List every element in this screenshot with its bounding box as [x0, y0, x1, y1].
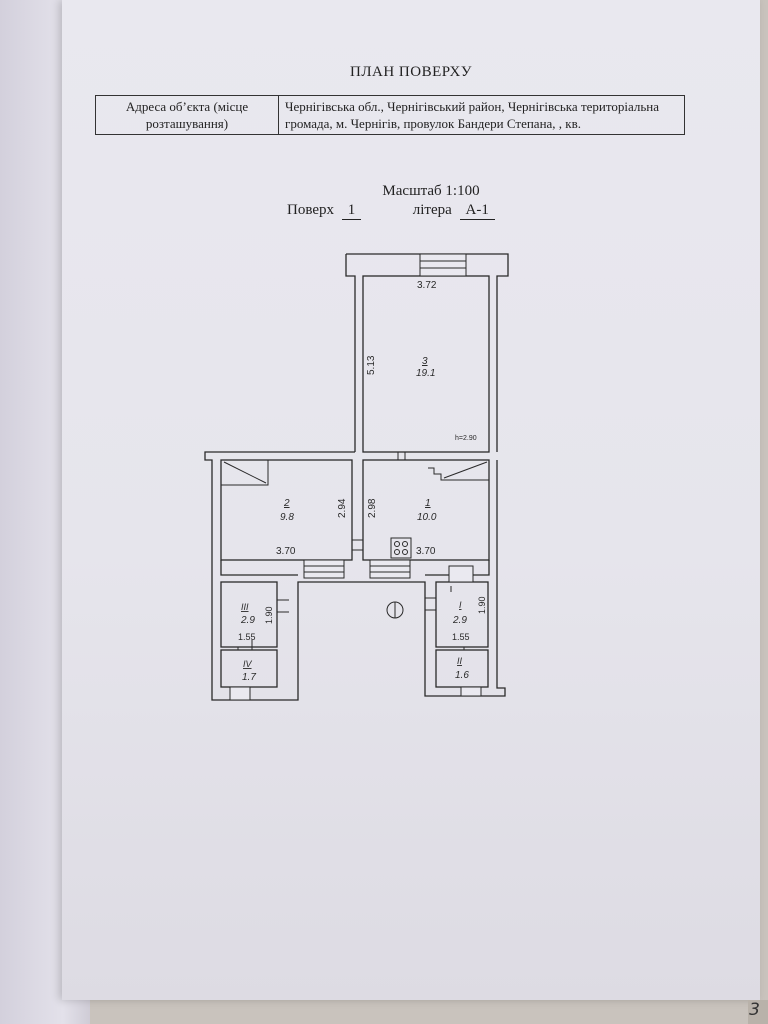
room-II-area: 1.6 — [455, 670, 469, 681]
stove-icon — [390, 537, 412, 559]
background-corner — [748, 1000, 768, 1024]
tick-marks — [251, 586, 452, 650]
room-1-id: 1 — [425, 498, 431, 509]
dim-room1-length: 2.98 — [367, 498, 378, 518]
scale-label: Масштаб 1:100 — [382, 183, 480, 199]
room-1-area: 10.0 — [417, 512, 437, 523]
room-3-id: 3 — [422, 356, 428, 367]
ceiling-height: h=2.90 — [455, 435, 477, 442]
room-III-id: III — [241, 602, 249, 612]
room-I-id: I — [459, 600, 462, 610]
page-number: 3 — [749, 1000, 760, 1020]
dim-roomI-length: 1.90 — [477, 596, 487, 614]
address-label: Адреса об’єкта (місце розташування) — [95, 95, 279, 135]
dim-room2-width: 3.70 — [276, 546, 296, 557]
page-title: ПЛАН ПОВЕРХУ — [350, 64, 472, 80]
hall-circle-icon — [386, 601, 404, 619]
document-page: ПЛАН ПОВЕРХУ Адреса об’єкта (місце розта… — [62, 0, 760, 1000]
floor-value: 1 — [341, 202, 362, 220]
dim-room3-width: 3.72 — [417, 280, 437, 291]
windows — [229, 253, 482, 701]
room-I-area: 2.9 — [452, 615, 467, 626]
letter-value: А-1 — [459, 202, 495, 220]
floor-label: Поверх — [287, 202, 334, 218]
room-IV-id: IV — [243, 659, 253, 669]
address-value: Чернігівська обл., Чернігівський район, … — [278, 95, 685, 135]
room-II-id: II — [457, 656, 463, 666]
dim-roomIII-length: 1.90 — [264, 606, 274, 624]
wall-outline — [204, 253, 509, 701]
room-2-area: 9.8 — [280, 512, 294, 523]
room-3-area: 19.1 — [416, 368, 435, 379]
letter-label: літера — [412, 202, 452, 218]
room-IV-area: 1.7 — [242, 672, 256, 683]
dim-room1-width: 3.70 — [416, 546, 436, 557]
dim-roomIII-width: 1.55 — [238, 632, 256, 642]
room-2-id: 2 — [283, 498, 290, 509]
dim-room2-length: 2.94 — [337, 498, 348, 518]
dim-room3-length: 5.13 — [366, 355, 377, 375]
address-table: Адреса об’єкта (місце розташування) Черн… — [95, 95, 685, 135]
floor-line: Поверх 1 літера А-1 — [287, 202, 499, 220]
room-III-area: 2.9 — [240, 615, 255, 626]
stair-fixtures — [221, 459, 490, 486]
door-marks — [237, 452, 465, 650]
dim-roomI-width: 1.55 — [452, 632, 470, 642]
